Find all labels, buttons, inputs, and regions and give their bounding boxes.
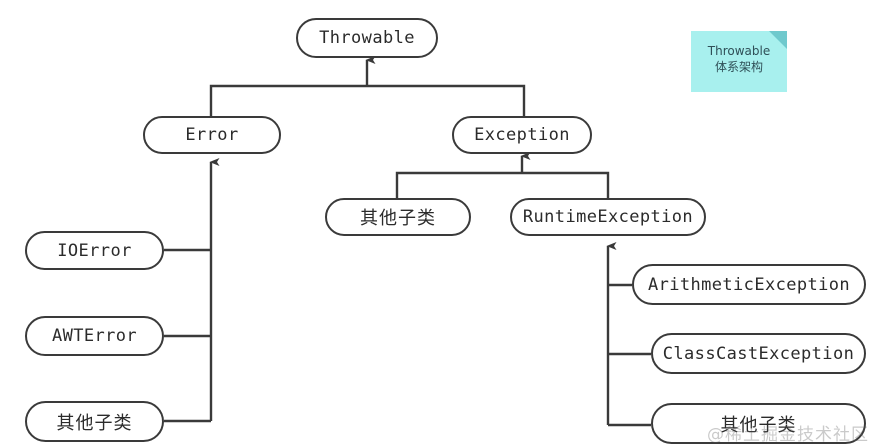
node-label: Throwable (319, 28, 415, 48)
node-ioerror[interactable]: IOError (25, 231, 164, 270)
node-label: ArithmeticException (647, 274, 851, 295)
sticky-note: Throwable 体系架构 (691, 31, 787, 92)
node-awterror[interactable]: AWTError (25, 316, 164, 356)
node-runtime-other-subclasses[interactable]: 其他子类 (651, 403, 866, 444)
node-label: AWTError (51, 326, 138, 346)
node-label: IOError (57, 240, 132, 261)
sticky-fold-corner-icon (769, 31, 787, 49)
edge-error-children (164, 158, 220, 423)
sticky-note-text: Throwable 体系架构 (691, 43, 787, 75)
edge-error-to-throwable (209, 56, 526, 116)
sticky-note-line-2: 体系架构 (714, 60, 763, 75)
edge-exception-children (395, 152, 610, 198)
sticky-note-line-1: Throwable (707, 44, 771, 58)
node-throwable[interactable]: Throwable (296, 18, 438, 58)
node-label: RuntimeException (522, 207, 694, 227)
node-label: 其他子类 (720, 414, 797, 436)
node-arithmetic-exception[interactable]: ArithmeticException (632, 264, 866, 305)
node-runtime-exception[interactable]: RuntimeException (510, 198, 706, 236)
node-error-other-subclasses[interactable]: 其他子类 (25, 401, 164, 442)
node-exception-other-subclasses[interactable]: 其他子类 (325, 198, 471, 236)
node-label: Exception (474, 125, 570, 145)
node-label: 其他子类 (56, 412, 133, 434)
node-label: 其他子类 (360, 208, 436, 229)
node-error[interactable]: Error (143, 116, 281, 154)
node-label: ClassCastException (662, 343, 855, 364)
node-classcast-exception[interactable]: ClassCastException (651, 333, 866, 374)
node-label: Error (185, 125, 239, 145)
node-exception[interactable]: Exception (452, 116, 592, 154)
